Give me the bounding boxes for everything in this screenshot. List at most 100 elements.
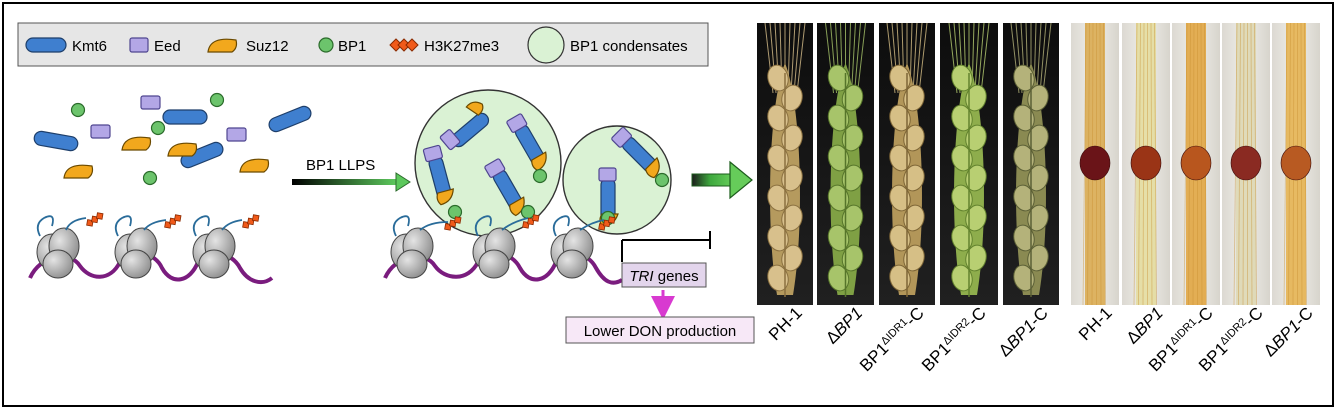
repression-bar [621,231,711,262]
spikelet [903,164,925,192]
histone-tail [419,221,449,231]
spikelet [767,104,789,132]
rachis-photo-row [1071,22,1320,306]
spike-idr1-photo [879,22,935,305]
spikelet [1013,104,1035,132]
awn [796,22,806,94]
bp1-dot-icon [318,37,334,53]
prc2-complex [611,126,660,179]
spikelet [889,64,911,92]
lesion-spot [1180,145,1212,181]
chromatin-left [28,212,274,285]
rachis-dbp1c-photo [1272,22,1320,306]
h3k27me3-mark [86,212,104,227]
legend-bp1-label: BP1 [338,38,366,55]
histone-tail [579,219,605,231]
histone-tail [392,215,410,237]
awn [977,22,985,94]
spikelet [827,144,850,172]
chromatin-right [383,214,624,285]
kmt6-protein [180,141,224,169]
h3k27me3-mark [598,216,616,231]
awn [915,22,923,94]
awn [980,22,990,94]
bp1-protein [142,170,158,186]
tri-label-italic: TRI [629,268,653,285]
awn [857,22,866,94]
bp1-protein [520,204,536,220]
awn [854,22,861,94]
tri-genes-label: TRI genes [629,268,698,285]
bp1-protein [654,172,670,188]
awn [1042,22,1052,94]
spikelet [781,164,803,192]
histone-tail [474,215,492,237]
suz12-crescent-icon [207,38,238,53]
h3k27me3-mark [164,214,182,229]
spikelet [965,204,987,232]
spikelet [903,84,925,112]
lesion-spot [1230,145,1262,181]
spikelet [1027,124,1049,152]
spikelet [903,204,925,232]
spikelet [827,184,850,212]
spikelet [781,84,803,112]
histone-tail [143,219,167,231]
eed-protein [140,95,161,110]
spike-dbp1c-photo [1003,22,1059,305]
legend-kmt6-label: Kmt6 [72,38,107,55]
spikelet [781,124,803,152]
bp1-protein [209,92,225,108]
prc2-complex [484,158,525,217]
nucleosome [472,227,516,279]
eed-protein [226,127,247,142]
spikelet [951,64,973,92]
spikelet [965,164,987,192]
spikelet [951,104,973,132]
legend-condensates-label: BP1 condensates [570,38,688,55]
histone-tail [192,215,210,237]
spike-dbp1-photo [817,22,874,305]
spikelet [827,104,850,132]
rachis-dbp1-photo [1122,22,1170,306]
bp1-protein [447,204,463,220]
spike-idr2-photo [940,22,998,305]
rachis-idr2-photo [1222,22,1270,306]
spikelet [767,64,789,92]
don-label: Lower DON production [584,323,737,340]
nucleosome [192,227,236,279]
spikelet [889,184,911,212]
spikelet [767,264,789,292]
bp1-protein [150,120,166,136]
spikelet [951,144,973,172]
histone-tail [36,215,54,237]
tri-label-rest: genes [654,268,699,285]
spikelet [965,84,987,112]
spikelet [889,224,911,252]
spikelet [1013,184,1035,212]
prc2-complex [506,113,547,172]
llps-label: BP1 LLPS [306,157,375,174]
prc2-complex [422,144,454,206]
prc2-complex [439,101,490,151]
h3k27me3-mark [242,214,260,229]
histone-tail [552,215,570,237]
kmt6-protein [268,105,312,133]
bp1-condensate-circle-icon [527,26,565,64]
dispersed-proteins [33,92,312,186]
spike-photo-row [757,22,1059,305]
suz12-protein [239,158,270,173]
legend-suz12-label: Suz12 [246,38,289,55]
awn [851,22,856,94]
spikelet [1013,64,1035,92]
spikelet [841,164,864,192]
legend-h3k27me3-label: H3K27me3 [424,38,499,55]
llps-arrow [292,172,411,192]
histone-tail [114,215,132,237]
lesion-spot [1079,145,1111,181]
nucleosome [114,227,158,279]
histone-tail [221,219,243,231]
spikelet [827,224,850,252]
bp1-protein [532,168,548,184]
spikelet [951,264,973,292]
